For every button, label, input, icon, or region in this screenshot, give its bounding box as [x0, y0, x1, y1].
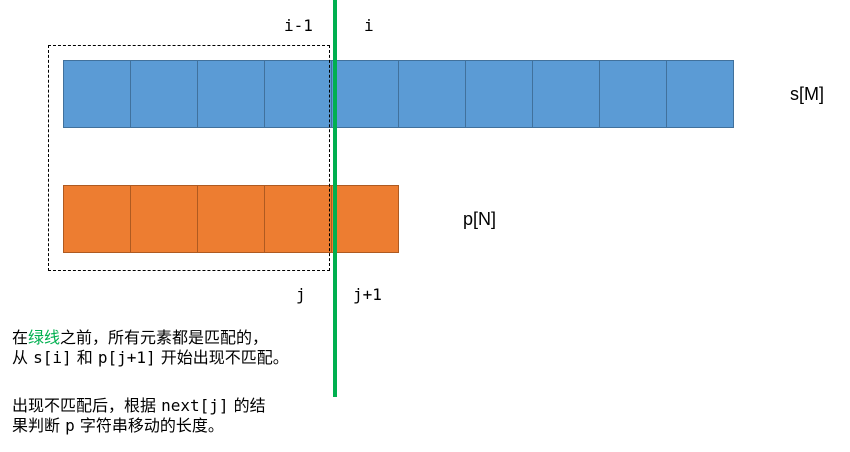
- note-code-s-i: s[i]: [33, 348, 72, 367]
- note-code-p-j-plus-1: p[j+1]: [97, 348, 156, 367]
- note-code-p: p: [65, 416, 75, 435]
- note-line-2: 从 s[i] 和 p[j+1] 开始出现不匹配。: [12, 348, 289, 368]
- p-cell: [331, 185, 399, 253]
- s-cell: [130, 60, 198, 128]
- note-text: 在: [12, 328, 29, 347]
- label-i: i: [364, 16, 374, 35]
- note-text: 之前，所有元素都是匹配的，: [60, 328, 269, 347]
- matched-region-box: [48, 45, 330, 271]
- note-line-4: 果判断 p 字符串移动的长度。: [12, 416, 224, 436]
- note-text: 和: [71, 348, 98, 367]
- note-line-3: 出现不匹配后，根据 next[j] 的结: [12, 396, 266, 416]
- s-cell: [599, 60, 667, 128]
- mismatch-boundary-line: [333, 0, 337, 397]
- s-cell: [197, 60, 265, 128]
- label-j: j: [296, 285, 306, 304]
- note-text: 字符串移动的长度。: [74, 416, 224, 435]
- s-cell: [63, 60, 131, 128]
- array-s: [63, 60, 734, 128]
- note-text: 的结: [228, 396, 266, 415]
- s-cell: [465, 60, 533, 128]
- label-j-plus-1: j+1: [353, 285, 382, 304]
- s-cell: [666, 60, 734, 128]
- p-cell: [130, 185, 198, 253]
- note-text: 果判断: [12, 416, 66, 435]
- note-text: 从: [12, 348, 34, 367]
- note-line-1: 在绿线之前，所有元素都是匹配的，: [12, 328, 268, 348]
- p-cell: [264, 185, 332, 253]
- note-text: 出现不匹配后，根据: [12, 396, 162, 415]
- note-code-next-j: next[j]: [161, 396, 229, 415]
- note-highlight-green: 绿线: [28, 328, 61, 347]
- array-p: [63, 185, 399, 253]
- label-i-minus-1: i-1: [284, 16, 313, 35]
- note-text: 开始出现不匹配。: [155, 348, 289, 367]
- label-s-array: s[M]: [790, 84, 824, 104]
- s-cell: [532, 60, 600, 128]
- label-p-array: p[N]: [463, 209, 497, 229]
- s-cell: [331, 60, 399, 128]
- p-cell: [197, 185, 265, 253]
- s-cell: [398, 60, 466, 128]
